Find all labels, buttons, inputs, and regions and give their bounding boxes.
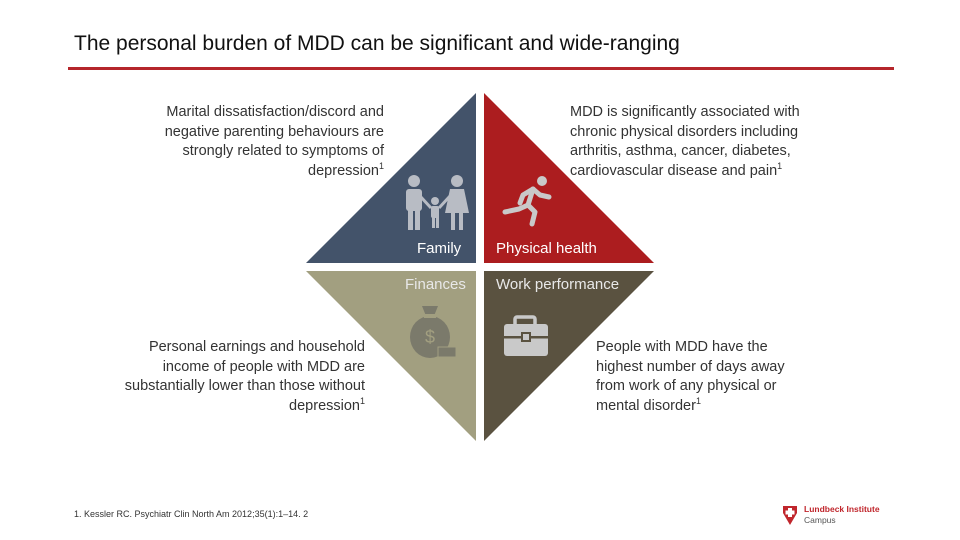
- work-performance-quadrant: [484, 271, 654, 441]
- svg-text:$: $: [425, 327, 435, 347]
- finances-description: Personal earnings and household income o…: [124, 339, 365, 414]
- work-performance-description: People with MDD have the highest number …: [596, 339, 785, 414]
- briefcase-icon: [504, 315, 548, 356]
- work-performance-ref: 1: [695, 395, 701, 406]
- running-person-icon: [502, 176, 552, 227]
- footnote: 1. Kessler RC. Psychiatr Clin North Am 2…: [74, 509, 309, 519]
- physical-health-label: Physical health: [496, 240, 597, 257]
- title-rule: [68, 67, 894, 70]
- logo-subtitle: Campus: [804, 515, 836, 525]
- physical-health-quadrant: [484, 93, 654, 263]
- finances-ref: 1: [359, 395, 365, 406]
- work-performance-label: Work performance: [496, 276, 620, 293]
- family-description: Marital dissatisfaction/discord and nega…: [164, 104, 384, 179]
- money-bag-icon: $: [410, 306, 457, 358]
- lundbeck-logo-icon: [783, 506, 797, 525]
- family-label: Family: [417, 240, 462, 257]
- finances-label: Finances: [405, 276, 466, 293]
- page-title: The personal burden of MDD can be signif…: [74, 32, 680, 55]
- logo-name: Lundbeck Institute: [804, 504, 880, 514]
- family-icon: [406, 175, 469, 230]
- physical-health-description: MDD is significantly associated with chr…: [570, 104, 800, 179]
- physical-health-ref: 1: [777, 160, 783, 171]
- family-ref: 1: [378, 160, 384, 171]
